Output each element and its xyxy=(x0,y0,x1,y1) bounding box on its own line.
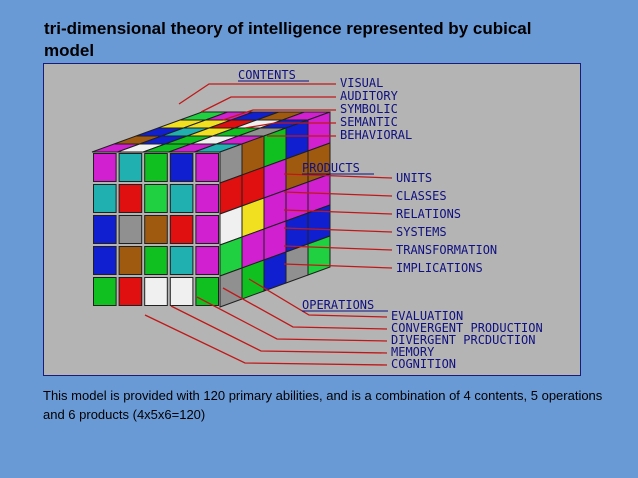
cube-front-cell xyxy=(118,215,143,244)
cube-front-cell xyxy=(93,215,117,244)
products-leader-line xyxy=(283,173,393,179)
cube-front-cell xyxy=(93,184,117,213)
operation-label-evaluation: EVALUATION xyxy=(391,309,463,323)
operations-leader-line xyxy=(170,305,388,354)
cube-front-cell xyxy=(144,153,168,182)
cube-front-cell xyxy=(169,277,194,306)
cube-front-cell xyxy=(93,246,117,275)
cube-front-cell xyxy=(195,277,219,306)
cube-graphic xyxy=(91,111,331,308)
cube-front-cell xyxy=(195,184,219,213)
contents-leader-line xyxy=(222,109,336,121)
cube-front-cell xyxy=(118,246,143,275)
content-label-visual: VISUAL xyxy=(340,76,383,90)
operations-leader-line xyxy=(248,278,388,318)
products-leader-line xyxy=(283,245,393,251)
cube-front-cell xyxy=(93,153,117,182)
contents-leader-line xyxy=(178,83,336,105)
operations-leader-line xyxy=(196,296,388,342)
cube-front-cell xyxy=(169,153,194,182)
contents-heading: CONTENTS xyxy=(238,68,296,82)
content-label-symbolic: SYMBOLIC xyxy=(340,102,398,116)
cube-front-cell xyxy=(169,215,194,244)
cube-front-cell xyxy=(144,215,168,244)
slide-title: tri-dimensional theory of intelligence r… xyxy=(44,19,532,60)
cube-svg: CONTENTS VISUAL AUDITORY SYMBOLIC SEMANT… xyxy=(91,68,543,371)
cube-front-cell xyxy=(93,277,117,306)
cube-front-cell xyxy=(144,246,168,275)
operations-leader-line xyxy=(222,287,388,330)
product-label-classes: CLASSES xyxy=(396,189,447,203)
operations-heading: OPERATIONS xyxy=(302,298,374,312)
cube-front-cell xyxy=(118,153,143,182)
cube-front-cell xyxy=(144,184,168,213)
caption: This model is provided with 120 primary … xyxy=(43,388,603,422)
cube-front-cell xyxy=(144,277,168,306)
products-heading: PRODUCTS xyxy=(302,161,360,175)
content-label-semantic: SEMANTIC xyxy=(340,115,398,129)
cube-front-cell xyxy=(118,277,143,306)
contents-leader-line xyxy=(200,96,336,113)
product-label-transformation: TRANSFORMATION xyxy=(396,243,497,257)
product-label-implications: IMPLICATIONS xyxy=(396,261,483,275)
products-leader-line xyxy=(283,209,393,215)
product-label-systems: SYSTEMS xyxy=(396,225,447,239)
product-label-units: UNITS xyxy=(396,171,432,185)
operation-label-convergent-production: CONVERGENT PRODUCTION xyxy=(391,321,543,335)
operation-label-memory: MEMORY xyxy=(391,345,435,359)
cube-diagram: CONTENTS VISUAL AUDITORY SYMBOLIC SEMANT… xyxy=(43,63,581,376)
products-leader-line xyxy=(283,263,393,269)
cube-front-cell xyxy=(169,184,194,213)
operation-label-divergent-production: DIVERGENT PRCDUCTION xyxy=(391,333,536,347)
cube-front-cell xyxy=(195,215,219,244)
leader-lines xyxy=(144,83,393,366)
cube-front-cell xyxy=(169,246,194,275)
cube-front-cell xyxy=(118,184,143,213)
operations-leader-line xyxy=(144,314,388,366)
cube-front-cell xyxy=(195,246,219,275)
content-label-auditory: AUDITORY xyxy=(340,89,399,103)
products-leader-line xyxy=(283,227,393,233)
cube-front-cell xyxy=(195,153,219,182)
content-label-behavioral: BEHAVIORAL xyxy=(340,128,412,142)
product-label-relations: RELATIONS xyxy=(396,207,461,221)
products-leader-line xyxy=(283,191,393,197)
contents-leader-line xyxy=(244,122,336,129)
operation-label-cognition: COGNITION xyxy=(391,357,456,371)
